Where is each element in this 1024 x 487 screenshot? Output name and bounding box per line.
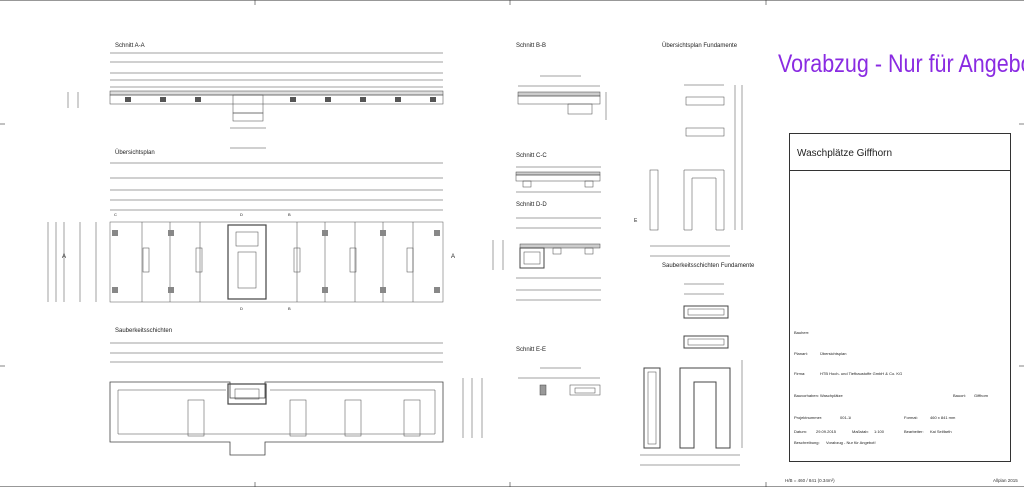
section-title-ee: Schnitt E-E <box>516 347 547 353</box>
projektnummer-label: Projektnummer: <box>794 415 823 420</box>
projektnummer-value: 001-1i <box>840 415 852 420</box>
overview-plan-marks <box>112 230 440 293</box>
section-title-foundation-cleanliness: Sauberkeitsschichten Fundamente <box>662 263 755 269</box>
beschreibung-label: Beschreibung: <box>794 440 820 445</box>
section-marker-a-left: A <box>62 254 67 260</box>
overview-plan-drawing <box>47 162 444 303</box>
title-block: Waschplätze Giffhorn Bauherr: Planart: Ü… <box>789 133 1011 462</box>
section-aa-marks <box>125 97 436 102</box>
section-marker-c: C <box>114 212 117 217</box>
bearbeiter-label: Bearbeiter: <box>904 429 924 434</box>
section-dd-drawing <box>492 217 601 301</box>
bauvorhaben-label: Bauvorhaben: <box>794 393 819 398</box>
massstab-value: 1:100 <box>874 429 885 434</box>
datum-value: 29.09.2015 <box>816 429 837 434</box>
planart-label: Planart: <box>794 351 808 356</box>
title-block-header <box>790 134 1010 171</box>
bearbeiter-value: Kai Seilfarth <box>930 429 952 434</box>
section-title-dd: Schnitt D-D <box>516 202 547 208</box>
bauort-label: Bauort: <box>953 393 966 398</box>
section-title-cleanliness: Sauberkeitsschichten <box>115 328 173 334</box>
planart-value: Übersichtsplan <box>820 351 847 356</box>
format-value: 460 x 841 mm <box>930 415 956 420</box>
massstab-label: Maßstab: <box>852 429 869 434</box>
section-marker-b-bottom: B <box>288 306 291 311</box>
section-title-bb: Schnitt B-B <box>516 43 547 49</box>
section-marker-d-bottom: D <box>240 306 243 311</box>
foundation-plan-drawing <box>649 84 743 257</box>
datum-label: Datum: <box>794 429 807 434</box>
section-cc-drawing <box>515 166 601 193</box>
footer-sheet-size: H/B = 460 / 841 (0.34m²) <box>785 478 835 483</box>
firma-label: Firma: <box>794 371 806 376</box>
section-marker-b: B <box>288 212 291 217</box>
watermark-text: Vorabzug - Nur für Angebot! <box>778 50 1024 78</box>
bauherr-label: Bauherr: <box>794 330 810 335</box>
project-title: Waschplätze Giffhorn <box>797 148 893 159</box>
beschreibung-value: Vorabzug - Nur für Angebot! <box>826 440 876 445</box>
section-title-overview: Übersichtsplan <box>115 150 155 156</box>
section-marker-d: D <box>240 212 243 217</box>
section-bb-drawing <box>517 75 607 120</box>
section-marker-e: E <box>634 218 638 224</box>
section-marker-a-right: A <box>451 254 456 260</box>
cleanliness-layer-drawing <box>109 342 483 456</box>
section-ee-drawing <box>518 367 601 396</box>
firma-value: HTB Hoch- und Tiefbaustoffe GmbH & Co. K… <box>820 371 903 376</box>
format-label: Format: <box>904 415 918 420</box>
section-title-aa: Schnitt A-A <box>115 43 145 49</box>
bauvorhaben-value: Waschplätze <box>820 393 843 398</box>
footer-software: Allplan 2015 <box>993 478 1018 483</box>
section-title-foundation-plan: Übersichtsplan Fundamente <box>662 43 738 49</box>
foundation-cleanliness-drawing <box>640 283 743 466</box>
section-aa-drawing <box>67 52 444 149</box>
bauort-value: Giffhorn <box>974 393 989 398</box>
section-title-cc: Schnitt C-C <box>516 153 547 159</box>
